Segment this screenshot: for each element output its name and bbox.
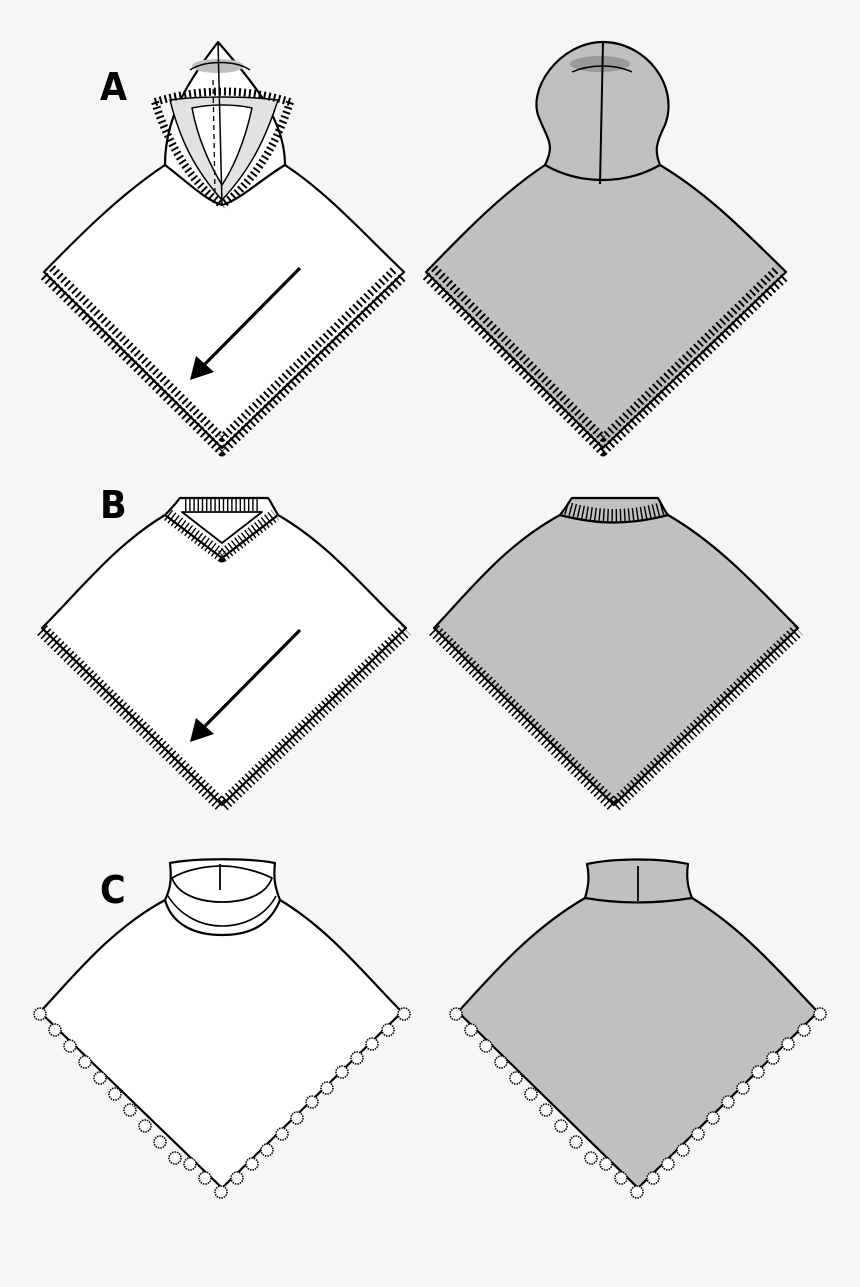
pompom (449, 1007, 463, 1021)
pompom (78, 1055, 92, 1069)
poncho-body-c-back (456, 896, 820, 1190)
pompom (214, 1185, 228, 1199)
hem-fringe-a-back-outer (422, 272, 790, 457)
vneck-inner-edge-b (181, 511, 263, 544)
hem-fringe-b-front (37, 624, 411, 813)
pompom (350, 1051, 364, 1065)
pompom (230, 1171, 244, 1185)
grainline-arrow-b (190, 628, 302, 742)
pompom (751, 1065, 765, 1079)
pompom (766, 1051, 780, 1065)
pompom (381, 1023, 395, 1037)
pompom (335, 1065, 349, 1079)
view-c-back (449, 858, 827, 1199)
pompom (320, 1081, 334, 1095)
turtleneck-fold-c (171, 865, 273, 903)
view-a-back (422, 40, 790, 457)
pompom (646, 1171, 660, 1185)
hood-opening-a (191, 104, 253, 186)
poncho-body-b-back (432, 513, 800, 807)
poncho-body-b-front (40, 513, 408, 807)
pompom (584, 1151, 598, 1165)
vneck-rib-stripes-b (164, 509, 279, 563)
pompom (198, 1171, 212, 1185)
collar-rib-stripes-b-back (564, 501, 666, 522)
view-c-front (33, 858, 411, 1199)
hood-center-seam-a (217, 41, 223, 206)
pompom (736, 1081, 750, 1095)
pompom-trim-c-back (449, 1007, 827, 1199)
hood-back-seam-a (599, 41, 604, 185)
pompom (630, 1185, 644, 1199)
pompom (569, 1135, 583, 1149)
pompom (153, 1135, 167, 1149)
pompom (599, 1157, 613, 1171)
turtleneck-inner-line-c (167, 895, 277, 927)
poncho-body-c-front (38, 898, 404, 1190)
view-b-back (429, 496, 803, 813)
pompom (509, 1071, 523, 1085)
pompom (123, 1103, 137, 1117)
pompom (781, 1037, 795, 1051)
pompom (305, 1095, 319, 1109)
pompom (479, 1039, 493, 1053)
arrowhead-a (190, 356, 214, 380)
view-label-c: C (100, 868, 126, 912)
hem-fringe-a-front-outer (40, 272, 408, 457)
hood-crown-seam-a (189, 61, 251, 71)
hem-fringe-a-front-inner (49, 265, 399, 442)
pompom (494, 1055, 508, 1069)
pompom (464, 1023, 478, 1037)
pompom (721, 1095, 735, 1109)
hood-fringe-trim-a (151, 87, 294, 209)
hood-stitch-line-a (212, 79, 216, 196)
pompom (706, 1111, 720, 1125)
pompom (539, 1103, 553, 1117)
pompom (63, 1039, 77, 1053)
view-label-a: A (100, 65, 128, 109)
hem-fringe-a-back-inner (431, 265, 781, 442)
pompom (691, 1127, 705, 1141)
pompom (93, 1071, 107, 1085)
view-a-front (40, 40, 408, 457)
pompom (48, 1023, 62, 1037)
collar-rib-b-back (558, 496, 670, 524)
pompom (108, 1087, 122, 1101)
pompom (397, 1007, 411, 1021)
pompom (275, 1127, 289, 1141)
pompom (614, 1171, 628, 1185)
pompom (554, 1119, 568, 1133)
view-label-b: B (100, 483, 127, 527)
grainline-arrow-a (190, 266, 302, 380)
pompom (138, 1119, 152, 1133)
pompom (290, 1111, 304, 1125)
pompom (797, 1023, 811, 1037)
pompom-trim-c-front (33, 1007, 411, 1199)
pompom (813, 1007, 827, 1021)
arrowhead-b (190, 718, 214, 742)
pompom (260, 1143, 274, 1157)
pompom (183, 1157, 197, 1171)
pompom (365, 1037, 379, 1051)
pompom (168, 1151, 182, 1165)
pompom (676, 1143, 690, 1157)
pompom (661, 1157, 675, 1171)
pompom (33, 1007, 47, 1021)
poncho-body-a-back (424, 163, 788, 450)
pompom (245, 1157, 259, 1171)
pompom (524, 1087, 538, 1101)
view-b-front (37, 496, 411, 813)
hem-fringe-b-back (429, 624, 803, 813)
